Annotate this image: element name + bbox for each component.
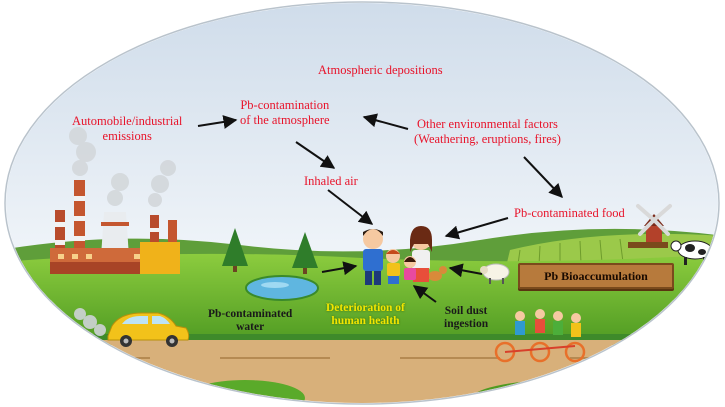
- oval-frame: [4, 1, 720, 405]
- arrow-factors-to-food: [523, 156, 563, 199]
- arrow-water-to-family: [321, 261, 358, 276]
- bush-left: [6, 378, 130, 403]
- label-water-line1: Pb-contaminated: [208, 308, 293, 320]
- arrow-bio-to-family: [448, 263, 483, 278]
- family: [363, 226, 432, 285]
- label-health-line1: Deterioration of: [326, 302, 405, 314]
- label-env-factors-line2: (Weathering, eruptions, fires): [414, 132, 561, 146]
- cyclists: [494, 309, 586, 363]
- road: [6, 338, 718, 403]
- arrow-emissions-to-atmosphere: [197, 115, 238, 129]
- label-atmosphere-line1: Pb-contamination: [240, 98, 330, 112]
- label-atmospheric-depositions: Atmospheric depositions: [318, 63, 443, 77]
- arrows: [197, 113, 563, 303]
- smoke: [69, 127, 176, 207]
- tree-left: [222, 228, 248, 272]
- label-soil-line1: Soil dust: [444, 305, 488, 317]
- road-edge: [6, 334, 718, 340]
- car: [107, 312, 190, 347]
- label-emissions: Automobile/industrial emissions: [72, 114, 182, 144]
- label-soil-dust: Soil dust ingestion: [444, 305, 488, 331]
- label-inhaled-air: Inhaled air: [304, 174, 358, 188]
- label-emissions-line2: emissions: [102, 129, 152, 143]
- label-emissions-line1: Automobile/industrial: [72, 114, 183, 128]
- label-environmental-factors: Other environmental factors (Weathering,…: [414, 117, 561, 147]
- label-atmosphere-line2: of the atmosphere: [240, 113, 330, 127]
- bioaccumulation-sign: Pb Bioaccumulation: [518, 263, 674, 289]
- windmill: [628, 204, 672, 248]
- label-contaminated-water: Pb-contaminated water: [208, 308, 292, 334]
- label-atmosphere: Pb-contamination of the atmosphere: [240, 98, 330, 128]
- pond-shine: [261, 282, 289, 288]
- label-bioaccumulation: Pb Bioaccumulation: [544, 269, 648, 283]
- arrow-factors-to-atmosphere: [362, 113, 409, 130]
- cow: [670, 240, 713, 265]
- arrow-food-to-family: [444, 217, 509, 240]
- tree-right: [292, 232, 318, 274]
- dog: [428, 266, 447, 281]
- label-env-factors-line1: Other environmental factors: [416, 117, 558, 131]
- arrow-soil-to-family: [412, 285, 437, 303]
- arrow-inhaled-to-family: [327, 189, 374, 225]
- label-health-line2: human health: [331, 315, 400, 327]
- sheep: [480, 263, 510, 284]
- car-exhaust: [74, 308, 106, 336]
- arrow-atmosphere-to-inhaled: [295, 141, 336, 169]
- label-water-line2: water: [236, 321, 265, 333]
- factory: [50, 180, 180, 274]
- pond: [245, 275, 319, 301]
- label-health-deterioration: Deterioration of human health: [326, 302, 405, 328]
- label-contaminated-food: Pb-contaminated food: [514, 206, 625, 220]
- label-soil-line2: ingestion: [444, 318, 489, 330]
